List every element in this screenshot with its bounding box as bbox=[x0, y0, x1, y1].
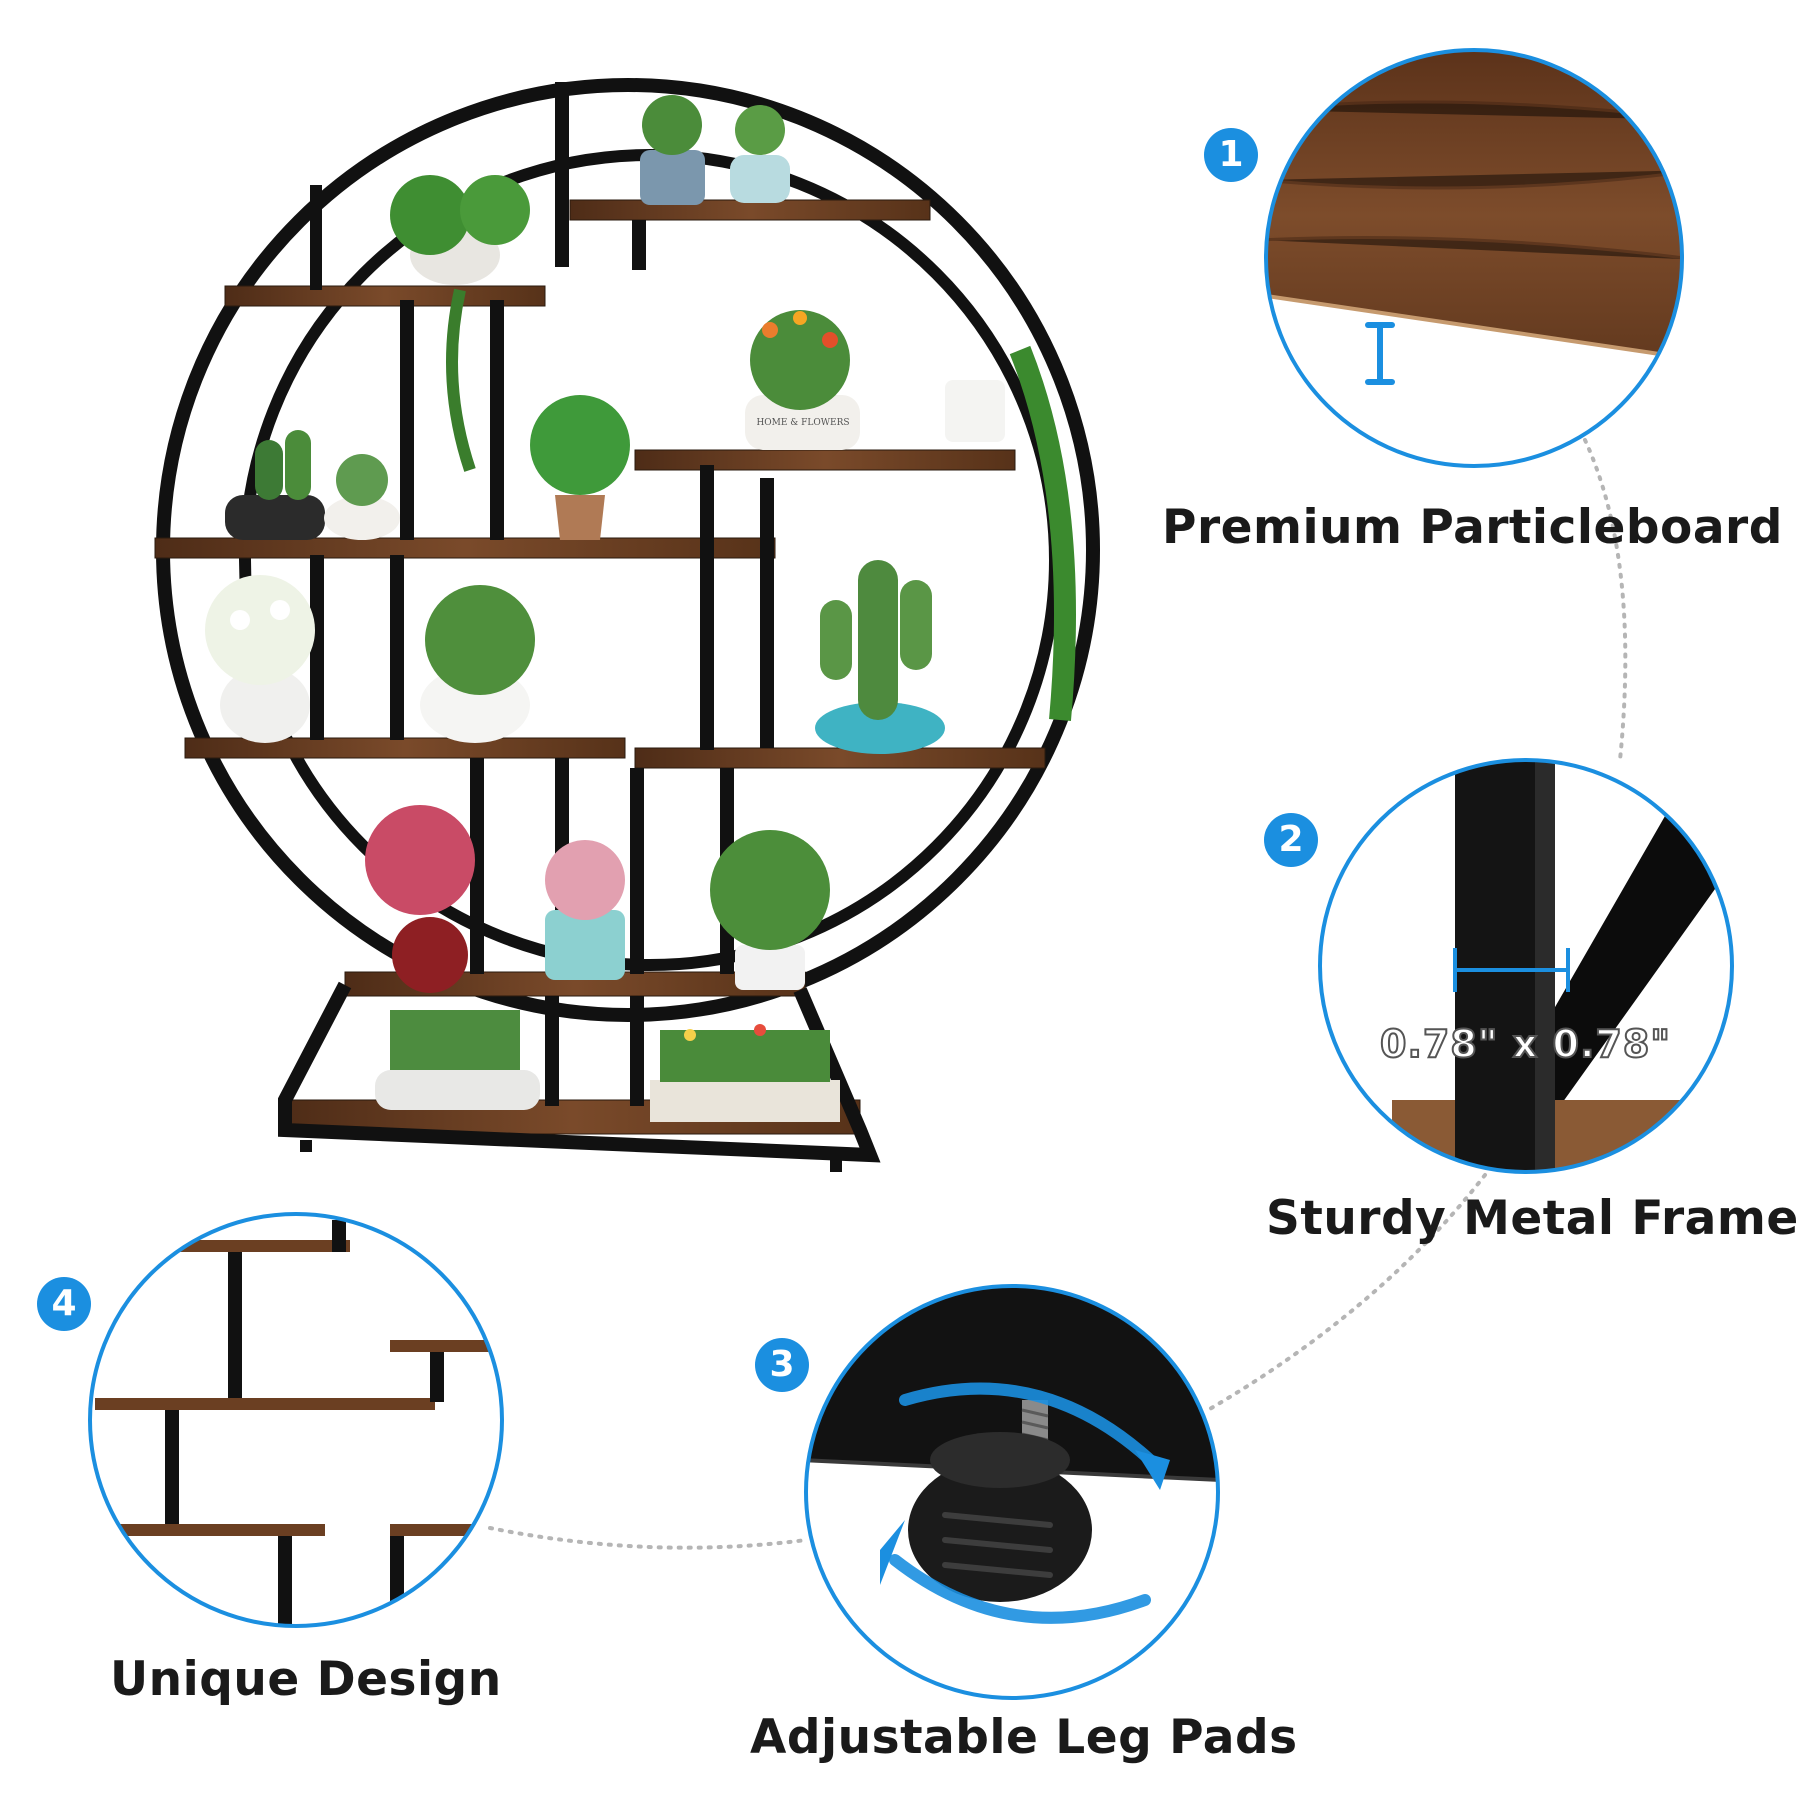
rotate-arrow-top bbox=[899, 1382, 1156, 1466]
width-marker bbox=[1453, 948, 1570, 992]
planter-text: HOME & FLOWERS bbox=[756, 418, 849, 428]
connector-1-2 bbox=[1583, 438, 1628, 762]
detail-unique-design bbox=[88, 1212, 504, 1628]
feature-3-title: Adjustable Leg Pads bbox=[750, 1710, 1298, 1765]
detail-leg-pad bbox=[804, 1284, 1220, 1700]
connector-lines bbox=[488, 438, 1628, 1550]
feature-4-title: Unique Design bbox=[110, 1652, 502, 1707]
feature-3-badge: 3 bbox=[755, 1338, 809, 1392]
thickness-marker bbox=[1365, 322, 1395, 385]
feature-4-badge: 4 bbox=[37, 1277, 91, 1331]
plant-stand: HOME & FLOWERS bbox=[154, 78, 1100, 1172]
feature-1-badge: 1 bbox=[1204, 128, 1258, 182]
frame-measurement: 0.78" x 0.78" bbox=[1379, 1021, 1672, 1067]
feature-2-badge: 2 bbox=[1264, 813, 1318, 867]
inner-ring bbox=[239, 149, 1061, 971]
base-frame bbox=[278, 981, 881, 1163]
connector-3-4 bbox=[488, 1526, 808, 1550]
rotate-arrow-bottom bbox=[889, 1554, 1151, 1624]
feature-1-title: Premium Particleboard bbox=[1162, 500, 1783, 555]
feature-2-title: Sturdy Metal Frame bbox=[1266, 1191, 1799, 1246]
detail-particleboard bbox=[1264, 48, 1684, 468]
plants: HOME & FLOWERS bbox=[205, 95, 1076, 1122]
thickness-measurement: 0.59" bbox=[1416, 340, 1546, 399]
detail-metal-frame bbox=[1318, 758, 1734, 1174]
connector-2-3 bbox=[1206, 1173, 1487, 1412]
